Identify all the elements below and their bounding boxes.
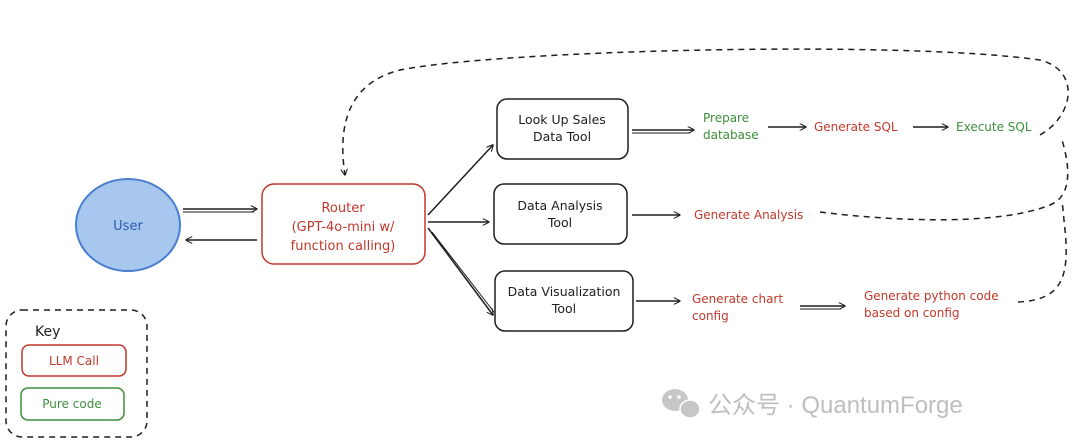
key-legend: Key LLM Call Pure code [5, 309, 148, 438]
user-node: User [75, 178, 181, 272]
analysis-label-line1: Data Analysis [517, 198, 602, 213]
analysis-loop-line [819, 139, 1069, 221]
python-loop-line [1017, 199, 1067, 303]
generate-analysis-step: Generate Analysis [694, 208, 803, 222]
lookup-sales-tool-node: Look Up Sales Data Tool [496, 98, 629, 160]
router-node: Router (GPT-4o-mini w/ function calling) [261, 183, 426, 265]
router-label-line1: Router [321, 201, 365, 216]
legend-pure-code: Pure code [20, 387, 125, 421]
lookup-label-line2: Data Tool [533, 129, 591, 144]
generate-sql-step: Generate SQL [814, 120, 898, 134]
data-analysis-tool-node: Data Analysis Tool [493, 183, 628, 245]
prepare-step-line2: database [703, 128, 759, 142]
lookup-label-line1: Look Up Sales [518, 112, 606, 127]
user-label: User [113, 219, 143, 234]
watermark: 公众号 · QuantumForge [662, 389, 963, 419]
chart-config-step-line1: Generate chart [692, 292, 783, 306]
viz-label-line2: Tool [551, 301, 576, 316]
router-label-line2: (GPT-4o-mini w/ [292, 220, 395, 235]
python-step-line2: based on config [864, 306, 960, 320]
router-to-viz-arrow [427, 227, 493, 315]
legend-llm-call: LLM Call [21, 344, 127, 377]
prepare-step-line1: Prepare [703, 111, 749, 125]
feedback-loop-line [343, 48, 1069, 175]
router-label-line3: function calling) [291, 239, 396, 254]
wechat-icon [662, 389, 701, 419]
chart-config-step-line2: config [692, 309, 729, 323]
analysis-label-line2: Tool [547, 215, 572, 230]
execute-sql-step: Execute SQL [956, 120, 1032, 134]
data-visualization-tool-node: Data Visualization Tool [494, 270, 634, 332]
router-to-viz-arrow-shadow [431, 231, 495, 313]
key-title: Key [35, 324, 60, 340]
router-to-lookup-arrow [427, 145, 493, 216]
watermark-text: 公众号 · QuantumForge [708, 392, 963, 419]
viz-label-line1: Data Visualization [508, 284, 621, 299]
legend-pure-code-label: Pure code [42, 397, 101, 411]
python-step-line1: Generate python code [864, 289, 999, 303]
legend-llm-call-label: LLM Call [49, 354, 99, 368]
